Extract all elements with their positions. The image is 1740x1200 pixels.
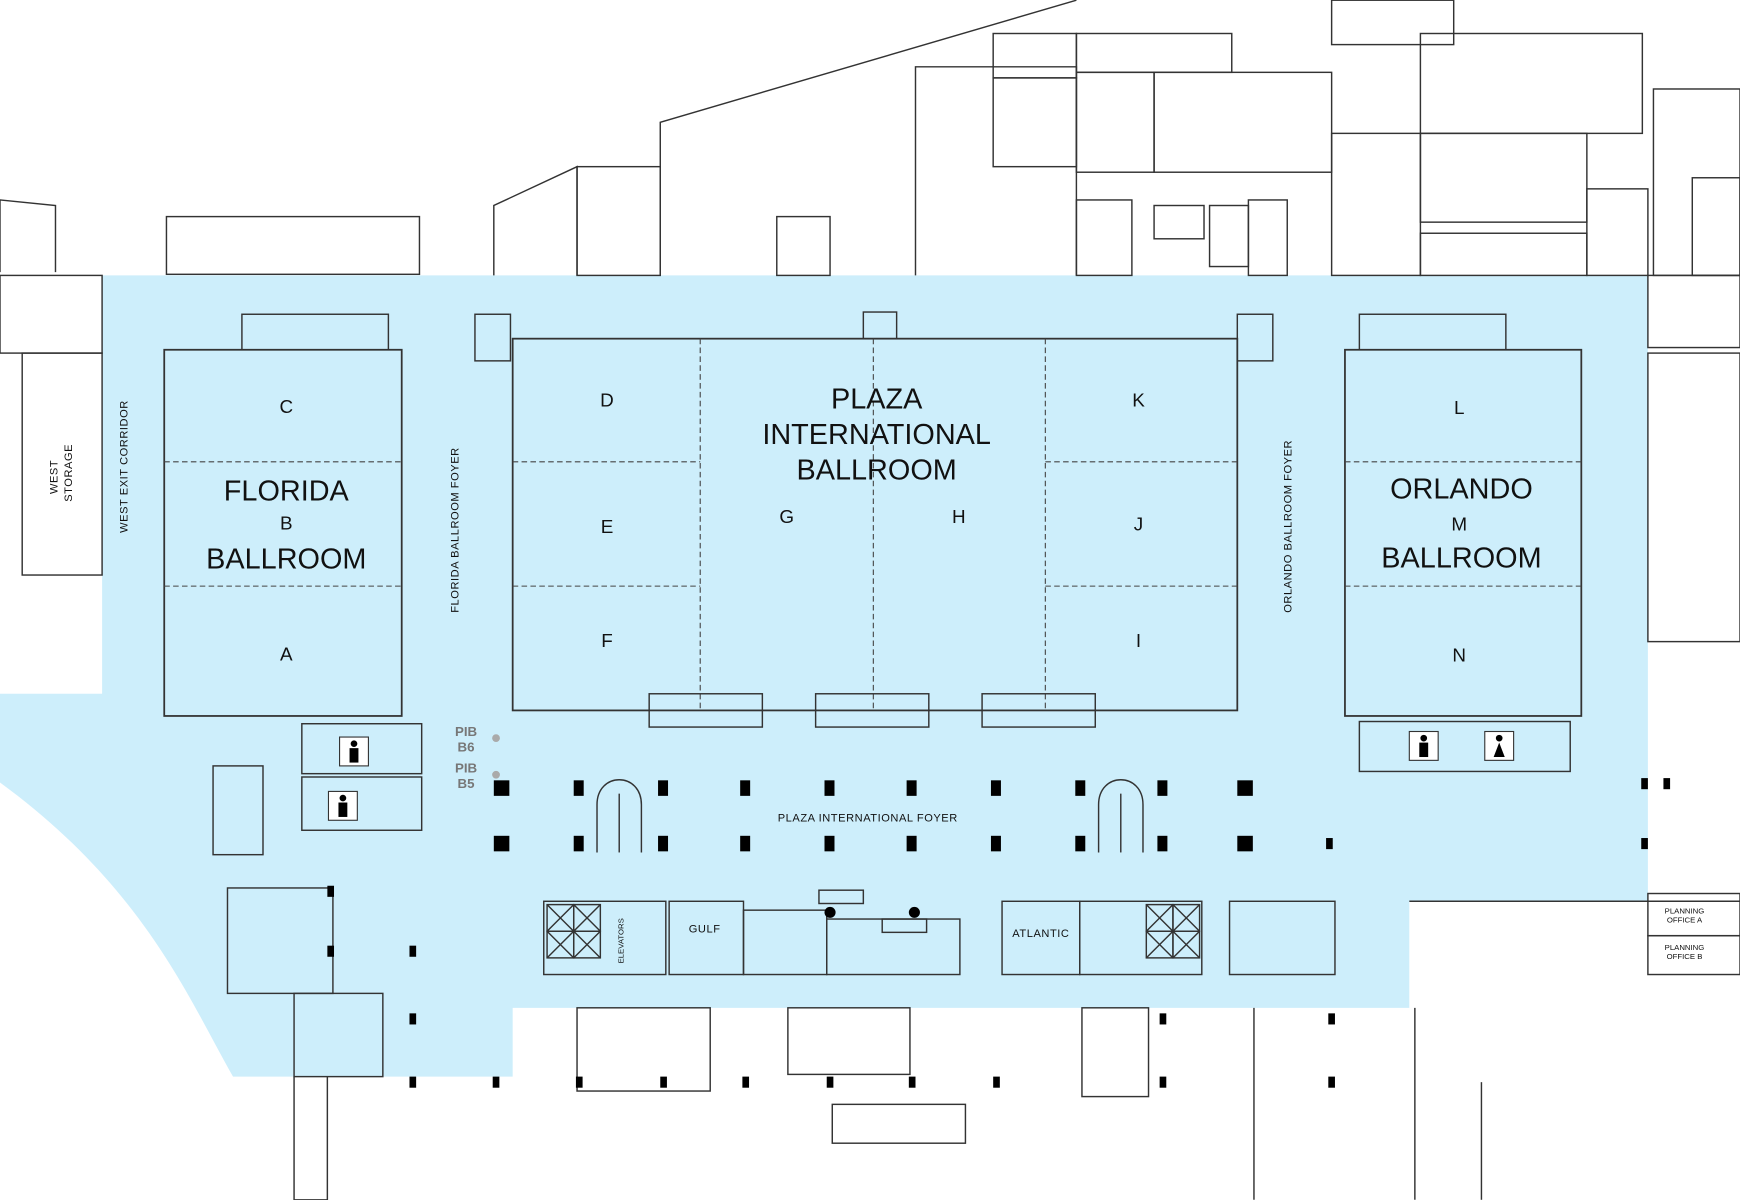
section-b-label: B [280, 513, 293, 534]
column [740, 780, 751, 796]
plaza-international-ballroom[interactable]: D E F G H K J I PLAZA INTERNATIONAL BALL… [474, 311, 1274, 728]
plaza-title-2: INTERNATIONAL [762, 419, 991, 451]
gulf-room-label[interactable]: GULF [689, 923, 721, 935]
column [1237, 835, 1253, 852]
section-l-label: L [1454, 397, 1464, 418]
orlando-foyer-label: ORLANDO BALLROOM FOYER [1283, 440, 1295, 613]
column [493, 835, 510, 852]
marker-b5-label-1: PIB [455, 761, 477, 776]
restroom-men-icon [339, 736, 369, 767]
stairs-icon [1097, 779, 1144, 853]
column [409, 1013, 417, 1025]
column [575, 1076, 583, 1088]
section-n-label: N [1452, 645, 1466, 666]
column [826, 1076, 834, 1088]
column [1328, 1076, 1335, 1088]
event-space-area [0, 275, 1648, 1077]
section-k-label: K [1132, 389, 1145, 410]
section-a-label: A [280, 643, 293, 664]
column [824, 906, 836, 918]
column [1075, 780, 1086, 796]
section-f-label: F [601, 630, 613, 651]
column [1159, 1076, 1167, 1088]
column [492, 1076, 500, 1088]
planning-office-a-label-1[interactable]: PLANNING [1665, 906, 1705, 915]
west-storage-label-1: WEST [49, 460, 61, 494]
florida-ballroom-title-1: FLORIDA [224, 476, 350, 508]
column [573, 835, 584, 852]
restroom-men-icon [327, 790, 358, 821]
elevators-label: ELEVATORS [617, 918, 626, 963]
column [327, 945, 335, 957]
section-i-label: I [1136, 630, 1141, 651]
column [1641, 778, 1648, 790]
atlantic-room-label[interactable]: ATLANTIC [1012, 928, 1069, 940]
marker-b6-dot[interactable] [492, 734, 500, 743]
orlando-ballroom-title-1: ORLANDO [1390, 473, 1533, 505]
restroom-women-icon [1484, 730, 1515, 761]
marker-b6-label-2: B6 [458, 739, 475, 754]
florida-ballroom-title-2: BALLROOM [206, 543, 366, 575]
column [824, 780, 835, 796]
column [1328, 1013, 1335, 1025]
south-service-rooms [543, 889, 1336, 976]
column [1157, 835, 1168, 852]
stairs-icon [596, 779, 643, 853]
column [327, 885, 335, 897]
column [908, 906, 920, 918]
orlando-ballroom[interactable]: L ORLANDO M BALLROOM N [1344, 313, 1583, 717]
section-h-label: H [952, 506, 966, 527]
column [824, 835, 835, 852]
column [993, 1076, 1000, 1088]
marker-b5-dot[interactable] [492, 770, 500, 779]
column [1326, 838, 1333, 850]
section-d-label: D [600, 389, 614, 410]
column [573, 780, 584, 796]
marker-b6-label-1: PIB [455, 724, 477, 739]
west-storage-label-2: STORAGE [63, 444, 75, 502]
elevator-icon [546, 903, 1201, 959]
column [906, 835, 917, 852]
column [1641, 838, 1648, 850]
plaza-title-1: PLAZA [831, 384, 923, 416]
column [1075, 835, 1086, 852]
plaza-title-3: BALLROOM [797, 455, 957, 487]
florida-foyer-label: FLORIDA BALLROOM FOYER [449, 447, 461, 613]
column [409, 945, 417, 957]
planning-office-b-label-1[interactable]: PLANNING [1665, 943, 1705, 952]
column [740, 835, 751, 852]
column [1663, 778, 1671, 790]
restrooms-west [212, 720, 1571, 856]
column [742, 1076, 750, 1088]
column [990, 780, 1001, 796]
florida-ballroom[interactable]: C FLORIDA B BALLROOM A [163, 313, 403, 717]
section-g-label: G [779, 506, 794, 527]
column [908, 1076, 916, 1088]
column [409, 1076, 417, 1088]
column [1159, 1013, 1167, 1025]
column [990, 835, 1001, 852]
orlando-ballroom-title-2: BALLROOM [1381, 542, 1541, 574]
planning-office-a-label-2[interactable]: OFFICE A [1667, 915, 1703, 924]
marker-b5-label-2: B5 [458, 776, 476, 791]
column [658, 835, 669, 852]
pillars [327, 778, 1671, 1088]
column [658, 780, 669, 796]
section-m-label: M [1451, 514, 1467, 535]
column [1157, 780, 1168, 796]
north-building-outlines [0, 0, 1740, 643]
column [1237, 780, 1253, 796]
planning-office-b-label-2[interactable]: OFFICE B [1667, 952, 1703, 961]
plaza-foyer-label: PLAZA INTERNATIONAL FOYER [778, 812, 958, 824]
section-e-label: E [601, 516, 614, 537]
restroom-men-icon [1408, 730, 1439, 761]
west-exit-corridor-label: WEST EXIT CORRIDOR [119, 400, 131, 533]
column [493, 780, 510, 796]
column [660, 1076, 667, 1088]
section-c-label: C [279, 396, 293, 417]
column [906, 780, 917, 796]
section-j-label: J [1134, 514, 1143, 535]
